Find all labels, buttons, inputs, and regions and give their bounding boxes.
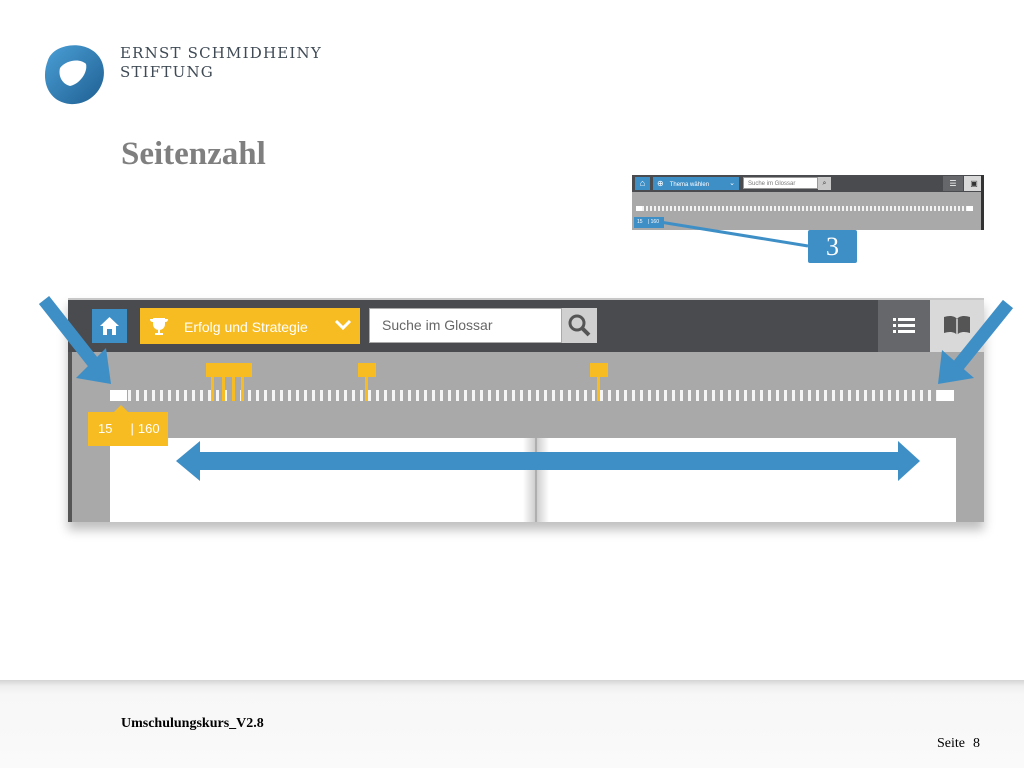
thumbnail-slider-end — [967, 206, 973, 211]
list-button[interactable] — [878, 300, 930, 352]
brand-name: ERNST SCHMIDHEINY STIFTUNG — [120, 44, 322, 82]
book-page-left — [110, 438, 535, 522]
page-indicator-pointer — [114, 405, 128, 412]
bookmark-marker[interactable] — [358, 363, 378, 403]
topic-dropdown[interactable]: Erfolg und Strategie — [140, 308, 360, 344]
page-number: 8 — [973, 736, 980, 751]
home-icon: ⌂ — [635, 177, 650, 190]
slider-start-cap[interactable] — [110, 390, 127, 401]
page-slider-track[interactable] — [128, 390, 938, 401]
trophy-icon — [150, 318, 168, 335]
topic-label: Erfolg und Strategie — [184, 319, 308, 335]
bookmark-marker[interactable] — [590, 363, 610, 403]
search-button[interactable] — [562, 308, 597, 343]
book-icon: ▣ — [964, 176, 984, 191]
page-total: 160 — [137, 421, 160, 436]
thumbnail-topic-label: Thema wählen — [669, 182, 710, 188]
reader-toolbar: Erfolg und Strategie Suche im Glossar — [68, 300, 984, 352]
thumbnail-page-slider — [642, 206, 972, 211]
thumbnail-page-total: | 160 — [647, 219, 659, 225]
page-separator: | — [130, 421, 134, 436]
chevron-down-icon — [334, 319, 352, 331]
chevron-down-icon: ⌄ — [729, 180, 735, 187]
callout-badge: 3 — [808, 230, 857, 263]
book-icon — [944, 315, 970, 335]
thumbnail-topic-dropdown: ⊕ Thema wählen ⌄ — [653, 177, 739, 190]
book-view-button[interactable] — [930, 300, 984, 352]
slider-end-cap[interactable] — [937, 390, 954, 401]
thumbnail-page-current: 15 — [637, 219, 643, 225]
reader-screenshot: Erfolg und Strategie Suche im Glossar — [68, 298, 984, 522]
thumbnail-page-indicator: 15 | 160 — [634, 217, 664, 228]
thumbnail-screenshot: ⌂ ⊕ Thema wählen ⌄ Suche im Glossar ⌕ ☰ ▣… — [632, 175, 984, 230]
thumbnail-toolbar: ⌂ ⊕ Thema wählen ⌄ Suche im Glossar ⌕ ☰ ▣ — [632, 175, 984, 192]
thumbnail-edge — [981, 175, 984, 230]
reader-left-border — [68, 352, 72, 522]
search-icon: ⌕ — [818, 177, 831, 190]
book-page-right — [536, 438, 956, 522]
search-icon — [568, 314, 591, 337]
brand-line-2: STIFTUNG — [120, 63, 214, 81]
home-icon — [100, 317, 119, 335]
thumbnail-search-input: Suche im Glossar — [743, 177, 818, 189]
plus-circle-icon: ⊕ — [657, 179, 664, 188]
slide-title: Seitenzahl — [121, 136, 266, 172]
course-name: Umschulungskurs_V2.8 — [121, 716, 264, 731]
list-icon — [893, 318, 915, 333]
page-indicator: 15 |160 — [88, 405, 168, 446]
foundation-logo — [44, 45, 104, 105]
reader-right-margin — [956, 352, 984, 522]
slide-page-number: Seite 8 — [937, 736, 980, 752]
brand-line-1: ERNST SCHMIDHEINY — [120, 44, 322, 62]
list-icon: ☰ — [943, 176, 963, 191]
glossary-search-input[interactable]: Suche im Glossar — [369, 308, 562, 343]
page-label: Seite — [937, 736, 965, 751]
bookmark-marker-group[interactable] — [206, 363, 254, 403]
home-button[interactable] — [92, 309, 127, 343]
footer — [0, 680, 1024, 768]
page-current: 15 — [98, 421, 113, 436]
book-spine — [523, 438, 549, 522]
thumbnail-slider-start — [636, 206, 642, 211]
